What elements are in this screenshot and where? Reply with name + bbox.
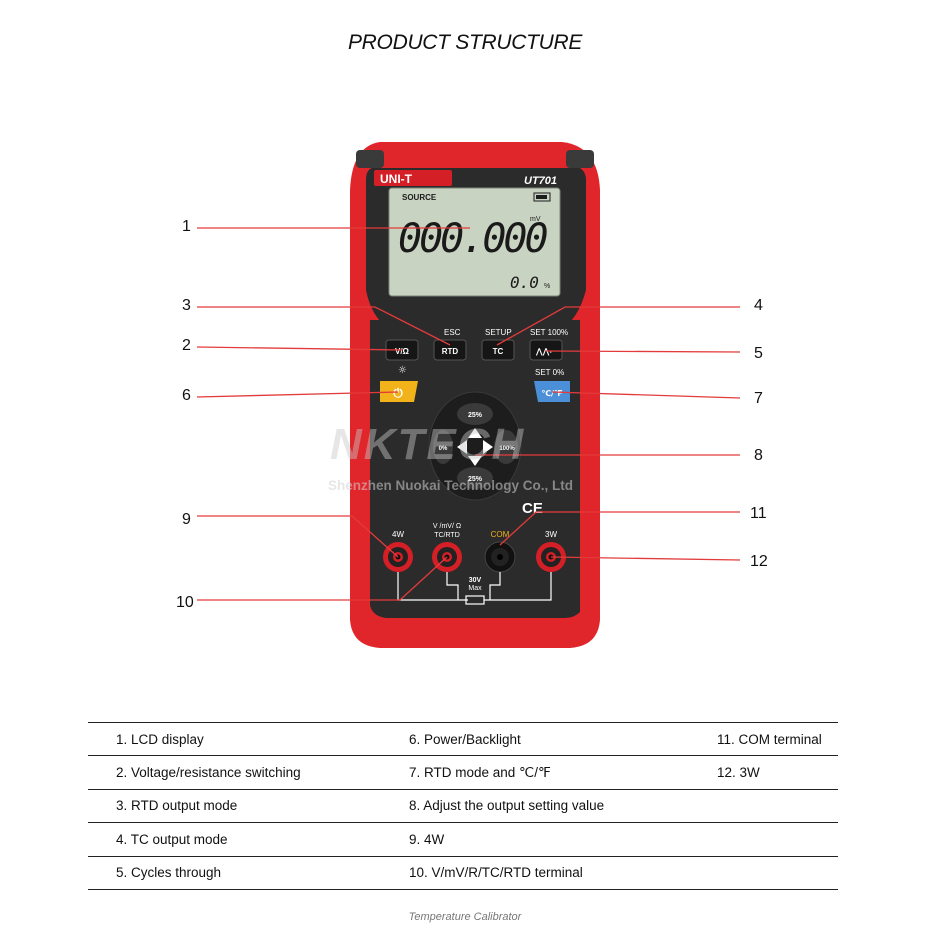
callout-line-6 [196,391,399,398]
terminal-4w-label: 4W [392,530,404,539]
tc-button-label: TC [493,347,504,356]
esc-label: ESC [444,328,461,337]
callout-line-9 [197,515,399,558]
navigation-pad [428,391,522,501]
legend-row: 3. RTD output mode 8. Adjust the output … [88,788,838,823]
legend-item: 1. LCD display [88,721,381,756]
backlight-icon: ☼ [398,365,407,376]
callout-9: 9 [182,511,191,528]
page-caption: Temperature Calibrator [408,911,522,923]
legend-item [689,788,838,823]
lcd-main-reading: 000.000 [398,216,547,262]
terminal-com-label: COM [491,530,510,539]
terminal-wiring-outline [397,572,552,605]
lcd-display: SOURCE 000.000 mV 0.0 % [388,187,561,297]
model-text: UT701 [524,175,557,187]
up-button[interactable]: 25% [468,412,483,419]
up-button-label: 25% [468,412,483,419]
rtd-button[interactable]: RTD [433,339,467,361]
power-button[interactable]: ⏻ [380,381,418,402]
callout-2: 2 [182,337,191,354]
vohm-button-label: V/Ω [395,347,410,356]
callout-line-5 [545,350,741,353]
callout-6: 6 [182,387,191,404]
legend-item: 10. V/mV/R/TC/RTD terminal [381,855,689,890]
callout-8: 8 [754,447,763,464]
lcd-mode-label: SOURCE [402,193,437,202]
legend-row: 4. TC output mode 9. 4W [88,822,838,857]
legend-row: 5. Cycles through 10. V/mV/R/TC/RTD term… [88,855,838,890]
lcd-main-unit: mV [530,216,541,223]
power-icon: ⏻ [393,386,403,400]
legend-item: 9. 4W [381,822,689,857]
lcd-sub-unit: % [544,283,550,290]
callout-line-10 [197,556,448,601]
legend-table: 1. LCD display 6. Power/Backlight 11. CO… [88,721,838,890]
callout-3: 3 [182,297,191,314]
right-button-label: 100% [499,446,515,452]
callout-12: 12 [750,553,768,570]
cf-button-label: ℃/℉ [541,389,563,398]
callout-line-12 [550,556,741,561]
legend-item: 11. COM terminal [689,721,838,756]
max-voltage-label-1: 30V [469,577,482,584]
legend-row: 2. Voltage/resistance switching 7. RTD m… [88,755,838,790]
callout-line-7 [551,391,741,399]
callout-10: 10 [176,594,194,611]
ce-mark: CE [522,500,543,517]
left-button-label: 0% [439,446,448,452]
terminal-3w-label: 3W [545,530,557,539]
legend-item [689,855,838,890]
down-button-label: 25% [468,476,483,483]
arrow-right-icon [483,440,493,454]
callout-line-11 [499,511,740,546]
brand-text: UNI-T [380,172,413,186]
callout-1: 1 [182,218,191,235]
tc-button[interactable]: TC [481,339,515,361]
callout-4: 4 [754,297,763,314]
cf-button[interactable]: ℃/℉ [534,381,570,402]
callout-line-3 [197,306,451,346]
legend-item: 8. Adjust the output setting value [381,788,689,823]
legend-item: 12. 3W [689,755,838,790]
legend-item: 5. Cycles through [88,855,381,890]
setup-label: SETUP [485,328,512,337]
callout-11: 11 [750,505,767,522]
arrow-up-icon [468,428,482,438]
right-button[interactable]: 100% [499,446,515,452]
lcd-sub-reading: 0.0 [510,273,539,292]
rtd-button-label: RTD [442,347,459,356]
legend-item [689,822,838,857]
legend-item: 3. RTD output mode [88,788,381,823]
terminal-v-label-1: V /mV/ Ω [433,523,461,530]
max-voltage-label-2: Max [468,585,482,592]
legend-item: 4. TC output mode [88,822,381,857]
legend-item: 7. RTD mode and ℃/℉ [381,755,689,790]
battery-icon [533,192,551,202]
brand-logo [374,170,452,186]
legend-item: 2. Voltage/resistance switching [88,755,381,790]
arrow-down-icon [468,456,482,466]
callout-lines [196,227,741,601]
cycle-button[interactable]: ⋀⋀⌐ [529,339,563,361]
callout-line-4 [496,306,740,346]
terminal-v-label-2: TC/RTD [434,532,460,539]
left-button[interactable]: 0% [439,446,448,452]
watermark-company: Shenzhen Nuokai Technology Co., Ltd [328,478,574,493]
terminal-com[interactable] [484,541,516,573]
legend-item: 6. Power/Backlight [381,721,689,756]
set0-label: SET 0% [535,368,564,377]
down-button[interactable]: 25% [468,476,483,483]
watermark-brand: NKTECH [330,420,526,469]
arrow-left-icon [457,440,467,454]
callout-5: 5 [754,345,763,362]
page-title: PRODUCT STRUCTURE [347,31,583,54]
callout-7: 7 [754,390,763,407]
callout-line-2 [196,346,403,351]
set100-label: SET 100% [530,328,568,337]
legend-row: 1. LCD display 6. Power/Backlight 11. CO… [88,721,838,756]
